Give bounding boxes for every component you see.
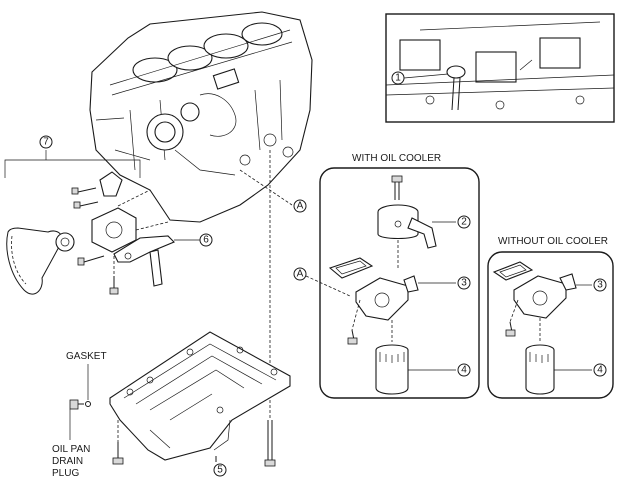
with-oil-cooler-panel: 2 3 4 [319, 167, 480, 399]
callout-5: 5 [217, 465, 223, 476]
reference-a-2: A [297, 269, 304, 280]
oil-pump-assembly: 7 [4, 135, 169, 295]
without-oil-cooler-title: WITHOUT OIL COOLER [498, 236, 608, 247]
drain-plug: GASKET OIL PAN DRAIN PLUG [52, 351, 107, 479]
oil-pan: 5 [109, 331, 291, 477]
oil-strainer: 6 [113, 233, 213, 287]
callout-2: 2 [461, 217, 467, 228]
callout-7: 7 [43, 137, 49, 148]
drain-plug-label-3: PLUG [52, 468, 79, 479]
callout-4a: 4 [461, 365, 467, 376]
drain-plug-label-1: OIL PAN [52, 444, 90, 455]
callout-6: 6 [203, 235, 209, 246]
drain-plug-label-2: DRAIN [52, 456, 83, 467]
without-oil-cooler-panel: 3 4 [487, 251, 614, 399]
oil-filter-inset [385, 13, 615, 123]
with-oil-cooler-title: WITH OIL COOLER [352, 153, 441, 164]
callout-3b: 3 [597, 280, 603, 291]
callout-3a: 3 [461, 278, 467, 289]
gasket-label: GASKET [66, 351, 107, 362]
engine-block [89, 11, 313, 223]
callout-1: 1 [391, 71, 449, 85]
callout-4b: 4 [597, 365, 603, 376]
callout-number: 1 [395, 73, 401, 84]
reference-a-1: A [297, 201, 304, 212]
